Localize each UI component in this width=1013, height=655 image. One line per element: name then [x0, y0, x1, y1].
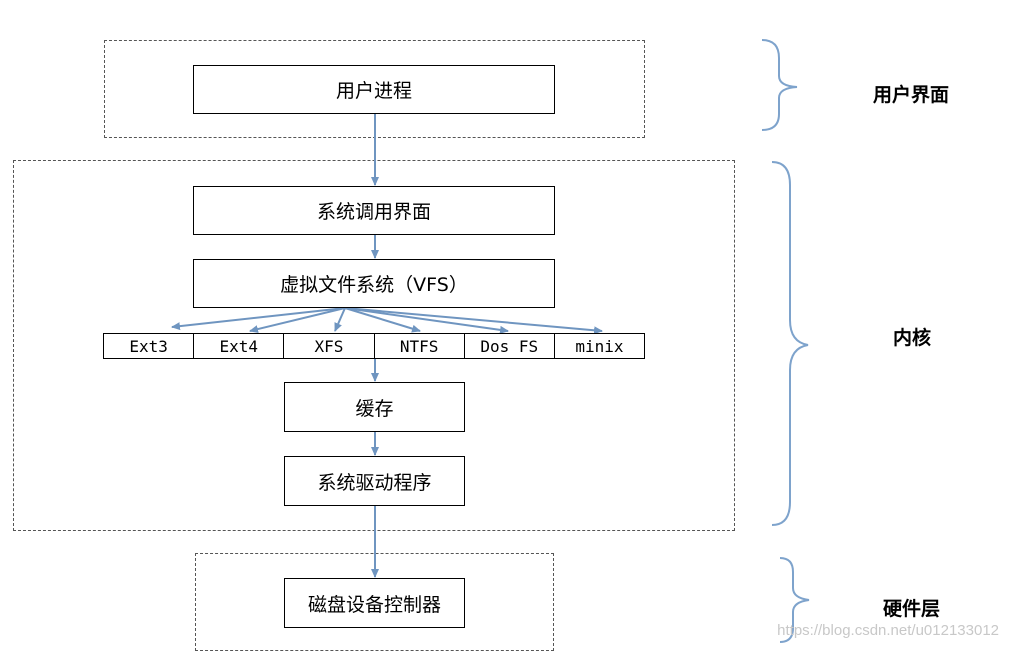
- arrow-vfs-to-minix: [344, 307, 603, 335]
- filesystem-ext4: Ext4: [194, 334, 285, 358]
- user-process-box: 用户进程: [193, 65, 555, 114]
- brace-hardware: [779, 557, 810, 643]
- hardware-side-label: 硬件层: [883, 598, 941, 620]
- filesystem-ext3: Ext3: [104, 334, 195, 358]
- arrow-vfs-to-xfs: [334, 307, 346, 332]
- arrow-vfs-to-ntfs: [344, 307, 421, 333]
- disk-controller-label: 磁盘设备控制器: [307, 593, 441, 616]
- filesystem-dosfs: Dos FS: [465, 334, 555, 358]
- watermark-text: https://blog.csdn.net/u012133012: [777, 622, 999, 639]
- arrow-vfs-to-dosfs: [344, 307, 509, 334]
- cache-label: 缓存: [355, 397, 394, 420]
- filesystem-row: Ext3 Ext4 XFS NTFS Dos FS minix: [103, 333, 645, 359]
- filesystem-xfs: XFS: [284, 334, 375, 358]
- disk-controller-box: 磁盘设备控制器: [284, 578, 465, 628]
- syscall-interface-box: 系统调用界面: [193, 186, 555, 235]
- user-process-label: 用户进程: [335, 80, 412, 102]
- filesystem-minix: minix: [575, 336, 624, 356]
- brace-user: [761, 39, 798, 131]
- vfs-box: 虚拟文件系统（VFS）: [193, 259, 555, 308]
- driver-box: 系统驱动程序: [284, 456, 465, 506]
- arrow-vfs-to-ext3: [171, 307, 346, 331]
- arrow-vfs-to-ext4: [249, 307, 346, 334]
- cache-box: 缓存: [284, 382, 465, 432]
- brace-kernel: [771, 161, 809, 526]
- vfs-label: 虚拟文件系统（VFS）: [280, 274, 468, 296]
- syscall-interface-label: 系统调用界面: [316, 201, 431, 223]
- driver-label: 系统驱动程序: [317, 471, 432, 494]
- kernel-side-label: 内核: [893, 327, 932, 349]
- filesystem-ntfs: NTFS: [375, 334, 465, 358]
- user-interface-side-label: 用户界面: [873, 84, 950, 106]
